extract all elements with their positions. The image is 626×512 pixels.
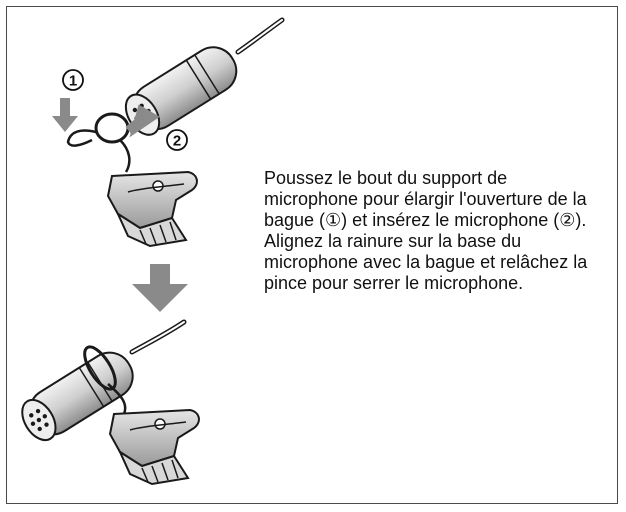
holder-ring-top xyxy=(94,112,130,144)
svg-text:2: 2 xyxy=(173,133,181,150)
instruction-text: Poussez le bout du support de microphone… xyxy=(264,168,588,293)
push-arrow-icon xyxy=(52,98,78,132)
diagram-frame xyxy=(6,6,618,504)
step-1-marker: 1 xyxy=(62,69,84,91)
bottom-step-illustration xyxy=(21,319,200,486)
mic-clip-icon xyxy=(106,170,198,248)
down-arrow-icon xyxy=(132,264,188,312)
top-step-illustration: 1 2 xyxy=(52,17,285,248)
mic-clip-assembled-icon xyxy=(108,408,200,486)
svg-text:1: 1 xyxy=(69,73,77,90)
insert-arrow-icon xyxy=(125,104,160,138)
step-2-marker: 2 xyxy=(166,129,188,151)
